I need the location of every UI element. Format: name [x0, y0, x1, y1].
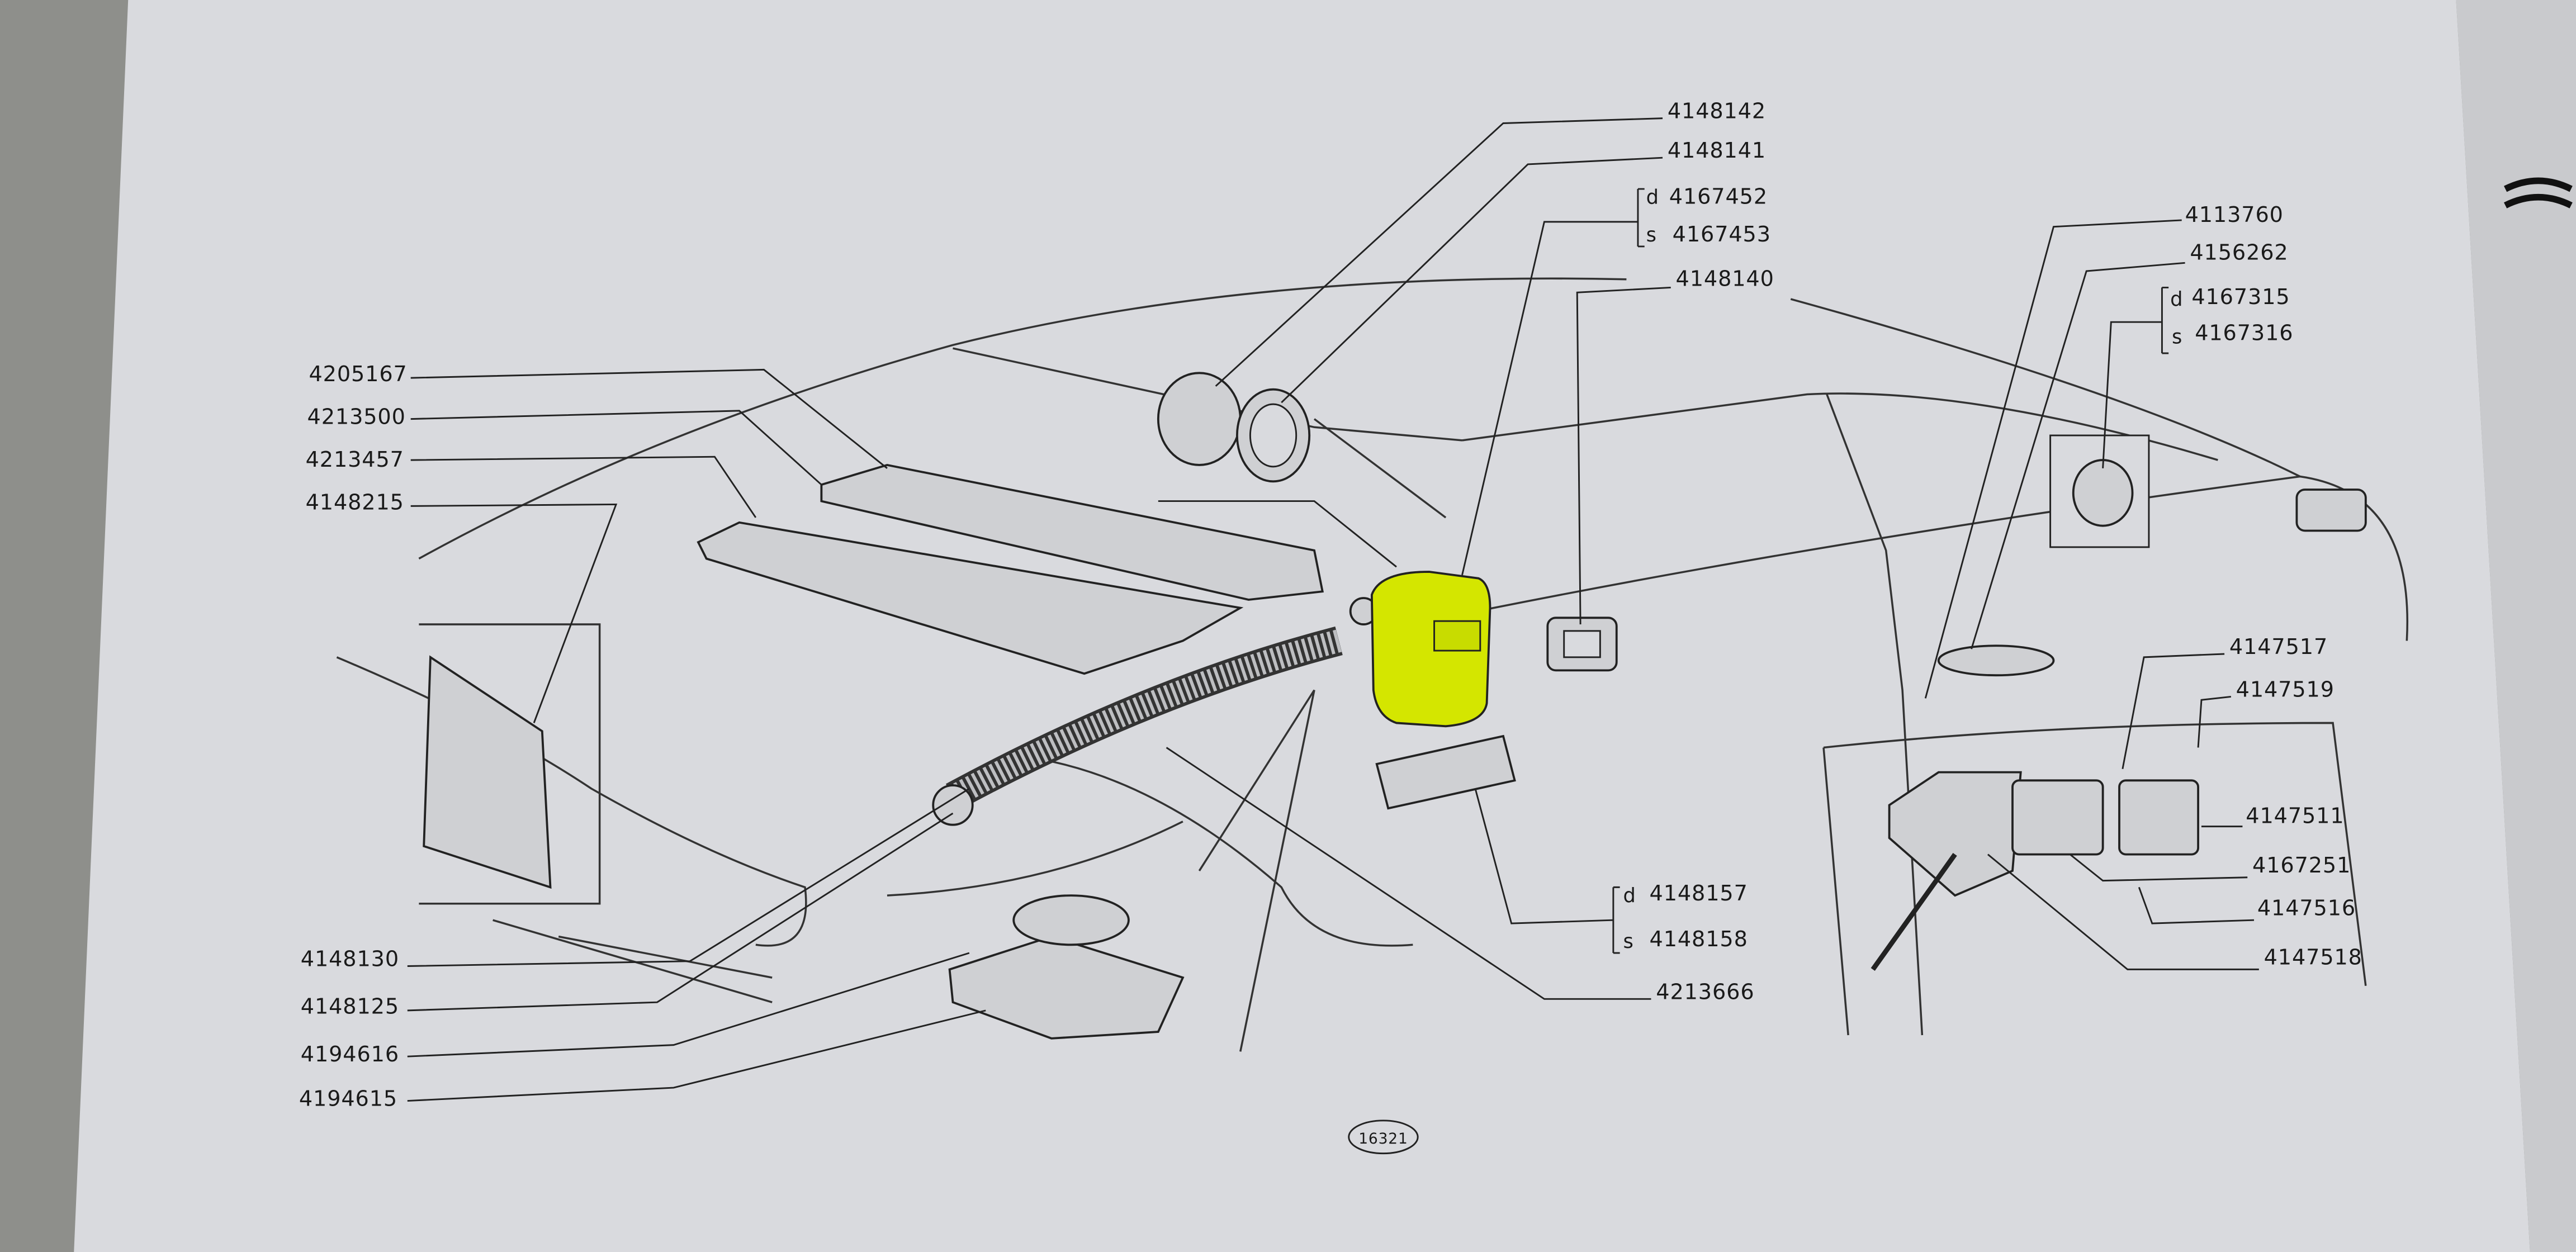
side-marker-left: s	[1646, 224, 1657, 246]
side-marker-right: d	[1646, 186, 1659, 209]
part-number-label: 4194616	[301, 1042, 399, 1067]
part-round-vent	[2049, 434, 2150, 548]
part-oval-grille	[1937, 644, 2055, 677]
part-number-label: 4213500	[307, 405, 406, 429]
part-rear-shelf	[697, 463, 1324, 675]
part-number-label: 4147518	[2264, 946, 2362, 970]
part-number-label: 4148141	[1668, 139, 1766, 163]
part-fuel-flap	[2295, 489, 2367, 532]
part-number-label: 4147516	[2257, 896, 2356, 921]
part-number-label: 4148130	[301, 947, 399, 971]
part-shift-boot	[948, 894, 1185, 1040]
part-number-label: 4148125	[301, 995, 399, 1019]
part-number-label: 4156262	[2190, 240, 2288, 265]
part-number-label: 4167453	[1673, 222, 1771, 247]
part-grille-panel	[423, 655, 552, 889]
paper-sheet	[74, 0, 2530, 1252]
side-marker-right: d	[2170, 288, 2183, 311]
part-side-vent-assembly	[1871, 771, 2199, 971]
part-number-label: 4113760	[2185, 203, 2284, 227]
side-marker-left: s	[2172, 325, 2182, 348]
part-number-label: 4167251	[2252, 853, 2351, 878]
side-marker-left: s	[1623, 930, 1634, 953]
part-number-label: 4148158	[1650, 927, 1748, 952]
part-number-label: 4147511	[2246, 804, 2344, 829]
part-number-label: 4194615	[299, 1087, 397, 1111]
part-number-label: 4148215	[306, 490, 404, 515]
part-number-label: 4147519	[2236, 677, 2334, 702]
part-gasket	[1546, 616, 1618, 672]
part-number-label: 4167452	[1669, 185, 1768, 210]
part-hose	[932, 597, 1378, 826]
page-number-oval	[1348, 1120, 1419, 1155]
page-number: 16321	[1358, 1130, 1408, 1147]
part-number-label: 4148140	[1676, 267, 1774, 291]
part-number-label: 4167316	[2195, 321, 2293, 345]
part-grille-louver	[1375, 734, 1516, 810]
binder-ring-icon	[2504, 177, 2573, 208]
part-number-label: 4213666	[1656, 980, 1754, 1004]
part-number-label: 4205167	[309, 362, 407, 387]
side-marker-right: d	[1623, 884, 1636, 907]
part-highlighted-vent-box	[1370, 571, 1491, 728]
part-number-label: 4147517	[2229, 635, 2328, 660]
part-number-label: 4167315	[2191, 285, 2290, 310]
part-number-label: 4148142	[1668, 99, 1766, 124]
paper-edge	[2456, 0, 2576, 1252]
part-number-label: 4213457	[306, 448, 404, 472]
leader-lines	[407, 117, 2259, 1102]
part-speaker-housing	[1157, 372, 1311, 483]
part-number-label: 4148157	[1650, 881, 1748, 906]
